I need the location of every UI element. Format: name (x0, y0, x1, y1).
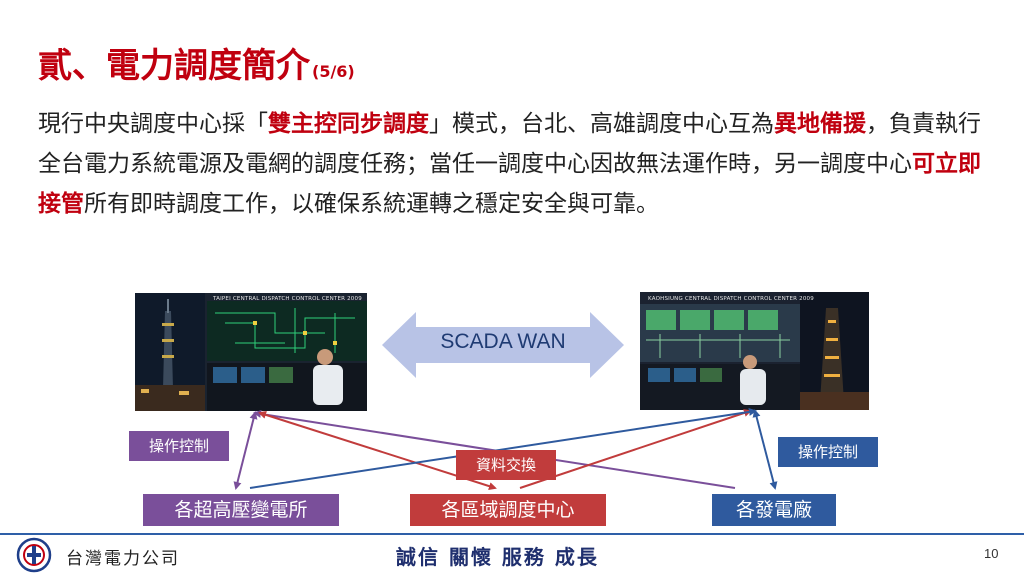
slide-paragraph: 現行中央調度中心採「雙主控同步調度」模式，台北、高雄調度中心互為異地備援，負責執… (38, 104, 998, 224)
power-plants-node: 各發電廠 (712, 494, 836, 526)
paragraph-part: 現行中央調度中心採「 (38, 111, 268, 137)
taipei-photo-graphic (135, 293, 367, 411)
paragraph-part: 」模式，台北、高雄調度中心互為 (429, 111, 774, 137)
taipower-logo-icon (16, 537, 52, 573)
ehv-substations-node: 各超高壓變電所 (143, 494, 339, 526)
kaohsiung-control-center-photo: KAOHSIUNG CENTRAL DISPATCH CONTROL CENTE… (640, 292, 869, 410)
right-operation-control-label: 操作控制 (778, 437, 878, 467)
paragraph-part: ，負責執行全台電力系統電源及電網的調度任務；當任一調度中心因故無法運作時，另一調… (38, 111, 981, 177)
slide-title-suffix: (5/6) (312, 62, 355, 81)
left-operation-control-label: 操作控制 (129, 431, 229, 461)
footer-company-name: 台灣電力公司 (66, 549, 180, 569)
footer-motto: 誠信 關懷 服務 成長 (396, 545, 599, 569)
scada-wan-arrow: SCADA WAN (382, 310, 624, 380)
regional-dispatch-centers-node: 各區域調度中心 (410, 494, 606, 526)
kaohsiung-photo-caption: KAOHSIUNG CENTRAL DISPATCH CONTROL CENTE… (648, 296, 814, 302)
paragraph-highlight: 異地備援 (774, 111, 866, 137)
slide-title-text: 貳、電力調度簡介 (38, 46, 310, 86)
paragraph-highlight: 雙主控同步調度 (268, 111, 429, 137)
paragraph-part: 所有即時調度工作，以確保系統運轉之穩定安全與可靠。 (84, 191, 659, 217)
page-number: 10 (984, 546, 999, 561)
slide-title: 貳、電力調度簡介(5/6) (38, 38, 355, 87)
taipei-control-center-photo: TAIPEI CENTRAL DISPATCH CONTROL CENTER 2… (135, 293, 367, 411)
double-arrow-shape (382, 312, 624, 378)
scada-wan-label: SCADA WAN (440, 330, 566, 353)
data-exchange-label: 資料交換 (456, 450, 556, 480)
kaohsiung-photo-graphic (640, 292, 869, 410)
taipei-photo-caption: TAIPEI CENTRAL DISPATCH CONTROL CENTER 2… (213, 296, 362, 302)
data-exchange-lines (258, 409, 752, 490)
paragraph-highlight: 可立即接管 (38, 151, 981, 217)
footer-divider (0, 533, 1024, 535)
right-control-lines (249, 407, 778, 490)
